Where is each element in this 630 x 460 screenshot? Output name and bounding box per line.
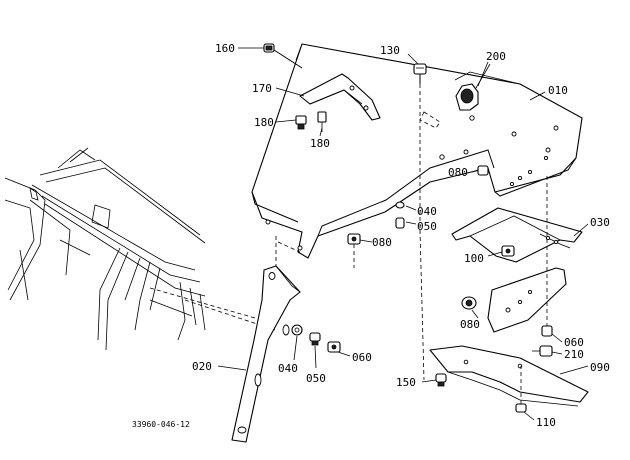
knob-200 [455,61,489,111]
label-170: 170 [252,82,272,95]
bolt-110 [515,366,527,413]
nut-100 [501,245,515,257]
washer-040a [395,201,405,209]
stay-020 [231,236,301,443]
tractor-frame [4,147,276,351]
label-130: 130 [380,44,400,57]
label-040a: 040 [417,205,437,218]
nut-080a [477,165,489,176]
label-200: 200 [486,50,506,63]
label-060a: 060 [564,336,584,349]
label-160: 160 [215,42,235,55]
nut-080b [347,233,361,268]
label-100: 100 [464,252,484,265]
label-090: 090 [590,361,610,374]
bolt-210 [532,345,553,357]
leader-lines [217,47,589,421]
label-060b: 060 [352,351,372,364]
side-plate [487,267,567,333]
nut-060b [327,341,341,353]
main-cover-plate [251,43,583,259]
bolt-150 [435,373,447,387]
label-020: 020 [192,360,212,373]
label-030: 030 [590,216,610,229]
label-050b: 050 [306,372,326,385]
bolt-050b [309,332,321,346]
part-labels: 160 130 200 010 170 180 180 080 040 050 … [192,42,610,429]
bolt-160 [263,43,303,69]
bracket-170 [299,73,381,121]
label-180b: 180 [310,137,330,150]
nut-180a [295,115,307,130]
nut-080c [461,296,477,310]
bolt-130 [413,63,427,381]
label-080b: 080 [372,236,392,249]
drawing-number: 33960-046-12 [132,420,190,429]
label-080c: 080 [460,318,480,331]
label-040b: 040 [278,362,298,375]
label-210: 210 [564,348,584,361]
bracket-030 [451,207,583,263]
label-180a: 180 [254,116,274,129]
bolt-060a [541,176,553,337]
label-110: 110 [536,416,556,429]
label-050a: 050 [417,220,437,233]
washer-040b [291,324,303,336]
bolt-050a [395,217,405,229]
label-150: 150 [396,376,416,389]
bottom-plate-090 [429,345,589,407]
bolt-180b [317,111,327,132]
label-010: 010 [548,84,568,97]
label-080a: 080 [448,166,468,179]
